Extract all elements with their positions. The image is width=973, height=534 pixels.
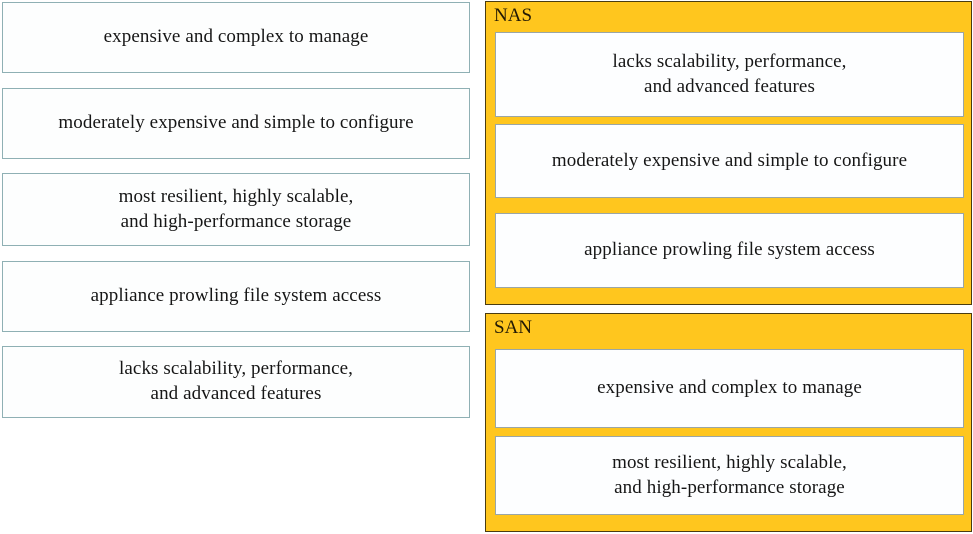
drop-zone-nas[interactable]: NAS lacks scalability, performance, and … <box>485 1 972 305</box>
dropped-answer-card[interactable]: lacks scalability, performance, and adva… <box>495 32 964 117</box>
dropped-answer-text: appliance prowling file system access <box>584 239 875 261</box>
dropped-answer-text: lacks scalability, performance, and adva… <box>612 50 847 97</box>
drop-zone-title-san: SAN <box>494 317 533 338</box>
answer-option-text: lacks scalability, performance, and adva… <box>119 358 353 404</box>
dropped-answer-text: moderately expensive and simple to confi… <box>551 149 908 171</box>
dropped-answer-card[interactable]: expensive and complex to manage <box>495 349 964 428</box>
answer-option-card[interactable]: appliance prowling file system access <box>2 261 470 332</box>
answer-option-text: moderately expensive and simple to confi… <box>58 112 414 134</box>
answer-option-card[interactable]: expensive and complex to manage <box>2 2 470 73</box>
dropped-answer-card[interactable]: moderately expensive and simple to confi… <box>495 124 964 198</box>
answer-option-card[interactable]: lacks scalability, performance, and adva… <box>2 346 470 418</box>
answer-option-card[interactable]: moderately expensive and simple to confi… <box>2 88 470 159</box>
answer-option-list: expensive and complex to manage moderate… <box>0 0 472 534</box>
answer-option-card[interactable]: most resilient, highly scalable, and hig… <box>2 173 470 246</box>
answer-option-text: most resilient, highly scalable, and hig… <box>118 185 354 232</box>
dropped-answer-text: expensive and complex to manage <box>597 377 862 399</box>
dropped-answer-card[interactable]: appliance prowling file system access <box>495 213 964 288</box>
drop-zone-san[interactable]: SAN expensive and complex to manage most… <box>485 313 972 532</box>
dropped-answer-text: most resilient, highly scalable, and hig… <box>612 451 847 498</box>
dropped-answer-card[interactable]: most resilient, highly scalable, and hig… <box>495 436 964 515</box>
answer-option-text: expensive and complex to manage <box>103 26 369 48</box>
answer-option-text: appliance prowling file system access <box>90 285 382 307</box>
drop-zone-title-nas: NAS <box>494 5 533 26</box>
